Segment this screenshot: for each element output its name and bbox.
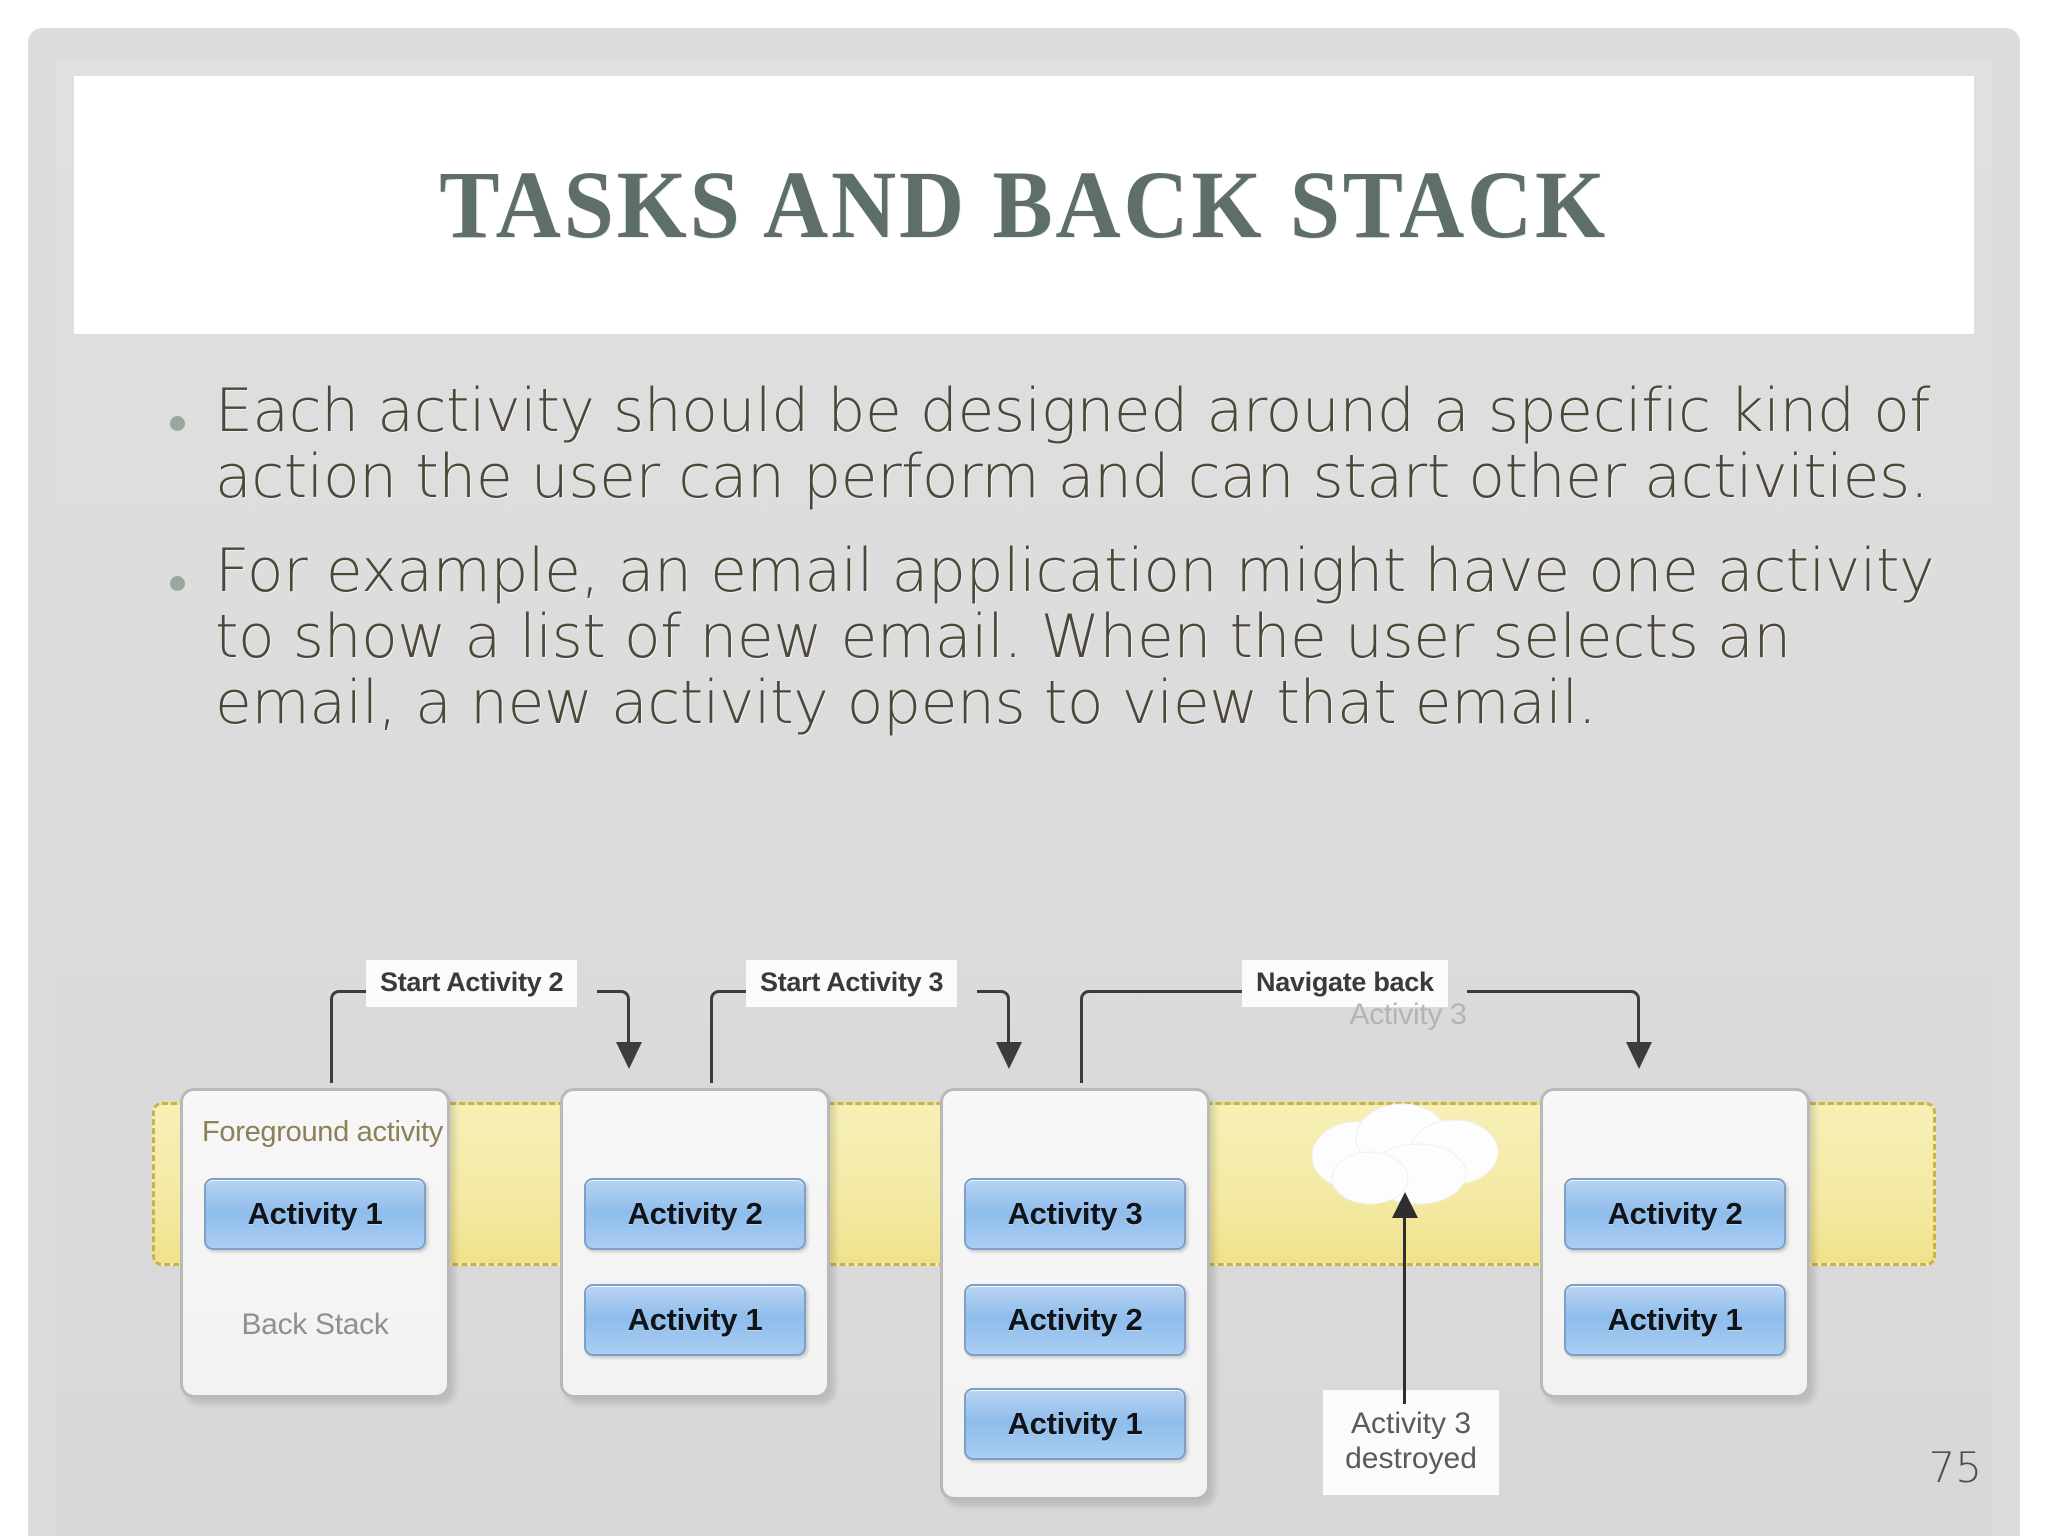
- activity-chip[interactable]: Activity 2: [964, 1284, 1186, 1356]
- connector-start-activity-2: Start Activity 2: [330, 960, 642, 1083]
- connector-bracket-right: [597, 990, 630, 1045]
- activity-chip[interactable]: Activity 1: [584, 1284, 806, 1356]
- bullet-item: For example, an email application might …: [170, 538, 1950, 736]
- connector-arrowhead-icon: [616, 1042, 642, 1069]
- bullet-text: Each activity should be designed around …: [215, 376, 1931, 512]
- activity-chip[interactable]: Activity 2: [584, 1178, 806, 1250]
- connector-navigate-back: Navigate back: [1080, 960, 1652, 1083]
- connector-bracket-left: [710, 990, 749, 1083]
- connector-label: Start Activity 2: [366, 960, 578, 1007]
- connector-label: Navigate back: [1242, 960, 1448, 1007]
- title-box: Tasks and Back Stack: [74, 76, 1974, 334]
- connector-arrowhead-icon: [1626, 1042, 1652, 1069]
- cloud-label: Activity 3: [1349, 998, 1467, 1031]
- activity-chip[interactable]: Activity 1: [964, 1388, 1186, 1460]
- bullet-item: Each activity should be designed around …: [170, 378, 1950, 510]
- connector-label: Start Activity 3: [746, 960, 958, 1007]
- connector-bracket-right: [977, 990, 1010, 1045]
- destroyed-arrow-line: [1403, 1208, 1406, 1404]
- connector-arrowhead-icon: [996, 1042, 1022, 1069]
- connector-bracket-left: [1080, 990, 1245, 1083]
- back-stack-diagram: Start Activity 2 Start Activity 3 Naviga…: [152, 960, 1940, 1500]
- activity-chip[interactable]: Activity 1: [204, 1178, 426, 1250]
- bullet-dot-icon: [170, 416, 185, 431]
- connector-start-activity-3: Start Activity 3: [710, 960, 1022, 1083]
- destroyed-activity-cloud-icon: [1298, 1098, 1518, 1214]
- bullet-text: For example, an email application might …: [215, 536, 1935, 738]
- body-content: Each activity should be designed around …: [170, 378, 1950, 764]
- destroyed-note-label: Activity 3 destroyed: [1323, 1390, 1499, 1495]
- foreground-activity-caption: Foreground activity: [202, 1116, 443, 1148]
- destroyed-arrowhead-icon: [1392, 1192, 1418, 1218]
- page-title: Tasks and Back Stack: [439, 151, 1609, 258]
- activity-chip[interactable]: Activity 3: [964, 1178, 1186, 1250]
- connector-bracket-left: [330, 990, 369, 1083]
- activity-chip[interactable]: Activity 2: [1564, 1178, 1786, 1250]
- connector-bracket-right: [1467, 990, 1640, 1045]
- back-stack-caption: Back Stack: [241, 1308, 389, 1341]
- bullet-dot-icon: [170, 576, 185, 591]
- activity-chip[interactable]: Activity 1: [1564, 1284, 1786, 1356]
- page-number: 75: [1928, 1443, 1982, 1492]
